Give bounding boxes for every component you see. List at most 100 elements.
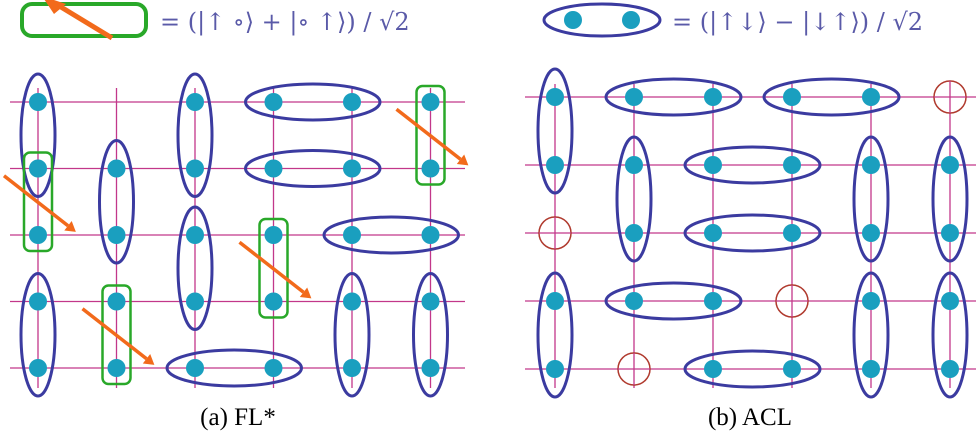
holon-pair-box — [22, 151, 54, 253]
singlet-bond — [244, 82, 382, 122]
spin-site — [704, 292, 722, 310]
spin-site — [783, 88, 801, 106]
hopping-arrow-head — [456, 154, 469, 166]
spin-site — [186, 292, 204, 311]
spin-site — [186, 359, 204, 377]
panel-fl-star — [2, 72, 469, 398]
spin-site — [264, 93, 283, 111]
spin-site — [264, 292, 283, 311]
spin-site — [941, 292, 959, 310]
spin-site — [941, 224, 959, 242]
singlet-bond — [852, 135, 890, 263]
legend-spin-left — [564, 11, 582, 29]
singlet-bond — [322, 215, 460, 255]
spin-site — [941, 360, 959, 378]
spin-site — [421, 93, 440, 111]
holon-pair-box — [258, 217, 289, 319]
spin-site — [343, 159, 361, 178]
spin-site — [546, 292, 564, 310]
spin-site — [625, 156, 643, 174]
holon-pair-box — [101, 284, 132, 386]
singlet-bond — [19, 72, 57, 198]
spin-site — [546, 88, 564, 106]
singlet-bond — [683, 213, 822, 253]
spin-site — [186, 226, 204, 244]
singlet-bond — [244, 149, 382, 188]
singlet-bond — [931, 135, 969, 263]
spin-site — [421, 292, 440, 311]
legend: = (|↑ ∘⟩ + |∘ ↑⟩) / √2 = (|↑↓⟩ − |↓↑⟩) /… — [20, 0, 923, 41]
hopping-arrow — [238, 240, 305, 294]
spin-site — [704, 360, 722, 378]
singlet-bond — [98, 139, 135, 265]
legend-holon-pair: = (|↑ ∘⟩ + |∘ ↑⟩) / √2 — [20, 0, 410, 41]
singlet-bond — [683, 349, 822, 389]
legend-arrow-head — [44, 0, 66, 14]
singlet-bond — [536, 271, 574, 399]
singlet-bond — [931, 271, 969, 399]
spin-site — [264, 226, 283, 244]
spin-site — [862, 360, 880, 378]
singlet-bond — [762, 77, 901, 117]
spin-site — [29, 292, 47, 311]
spin-site — [107, 292, 126, 311]
singlet-bond — [412, 272, 449, 398]
spin-site — [862, 292, 880, 310]
singlet-bond — [604, 77, 743, 117]
spin-site — [107, 226, 126, 244]
legend-holon-pair-ring — [20, 2, 148, 38]
holon-pair-box — [415, 84, 446, 186]
singlet-bond — [852, 271, 890, 399]
hopping-arrow — [2, 174, 70, 228]
spin-site — [107, 159, 126, 178]
legend-singlet: = (|↑↓⟩ − |↓↑⟩) / √2 — [542, 2, 923, 38]
legend-singlet-formula: = (|↑↓⟩ − |↓↑⟩) / √2 — [672, 8, 923, 37]
spin-site — [546, 360, 564, 378]
singlet-bond — [176, 205, 214, 331]
spin-site — [546, 156, 564, 174]
spin-site — [862, 156, 880, 174]
spin-site — [343, 226, 361, 244]
hopping-arrow — [81, 307, 148, 361]
panel-b-caption: (b) ACL — [708, 404, 792, 431]
spin-site — [186, 159, 204, 178]
spin-site — [343, 359, 361, 377]
spin-site — [783, 224, 801, 242]
legend-singlet-ring — [542, 2, 662, 38]
spin-site — [704, 224, 722, 242]
hopping-arrow-head — [64, 221, 76, 232]
panel-acl — [525, 67, 976, 399]
singlet-bond — [615, 135, 653, 263]
spin-site — [421, 359, 440, 377]
singlet-bond — [604, 281, 743, 321]
spin-site — [625, 88, 643, 106]
singlet-bond — [333, 272, 371, 398]
spin-site — [29, 159, 47, 178]
spin-site — [862, 224, 880, 242]
spin-site — [343, 292, 361, 311]
spin-site — [264, 359, 283, 377]
spin-site — [704, 88, 722, 106]
legend-holon-formula: = (|↑ ∘⟩ + |∘ ↑⟩) / √2 — [160, 8, 410, 37]
singlet-bond — [536, 67, 574, 195]
spin-site — [625, 292, 643, 310]
spin-site — [343, 93, 361, 111]
hopping-arrow-head — [142, 354, 155, 365]
spin-site — [941, 156, 959, 174]
spin-site — [29, 226, 47, 244]
hopping-arrow — [395, 107, 462, 161]
spin-site — [29, 359, 47, 377]
spin-site — [783, 156, 801, 174]
spin-site — [186, 93, 204, 111]
spin-site — [783, 360, 801, 378]
singlet-bond — [683, 145, 822, 185]
spin-site — [862, 88, 880, 106]
spin-site — [264, 159, 283, 178]
singlet-bond — [19, 272, 57, 398]
spin-site — [421, 226, 440, 244]
spin-site — [29, 93, 47, 111]
spin-site — [704, 156, 722, 174]
panel-a-caption: (a) FL* — [200, 404, 276, 431]
legend-spin-right — [622, 11, 640, 29]
